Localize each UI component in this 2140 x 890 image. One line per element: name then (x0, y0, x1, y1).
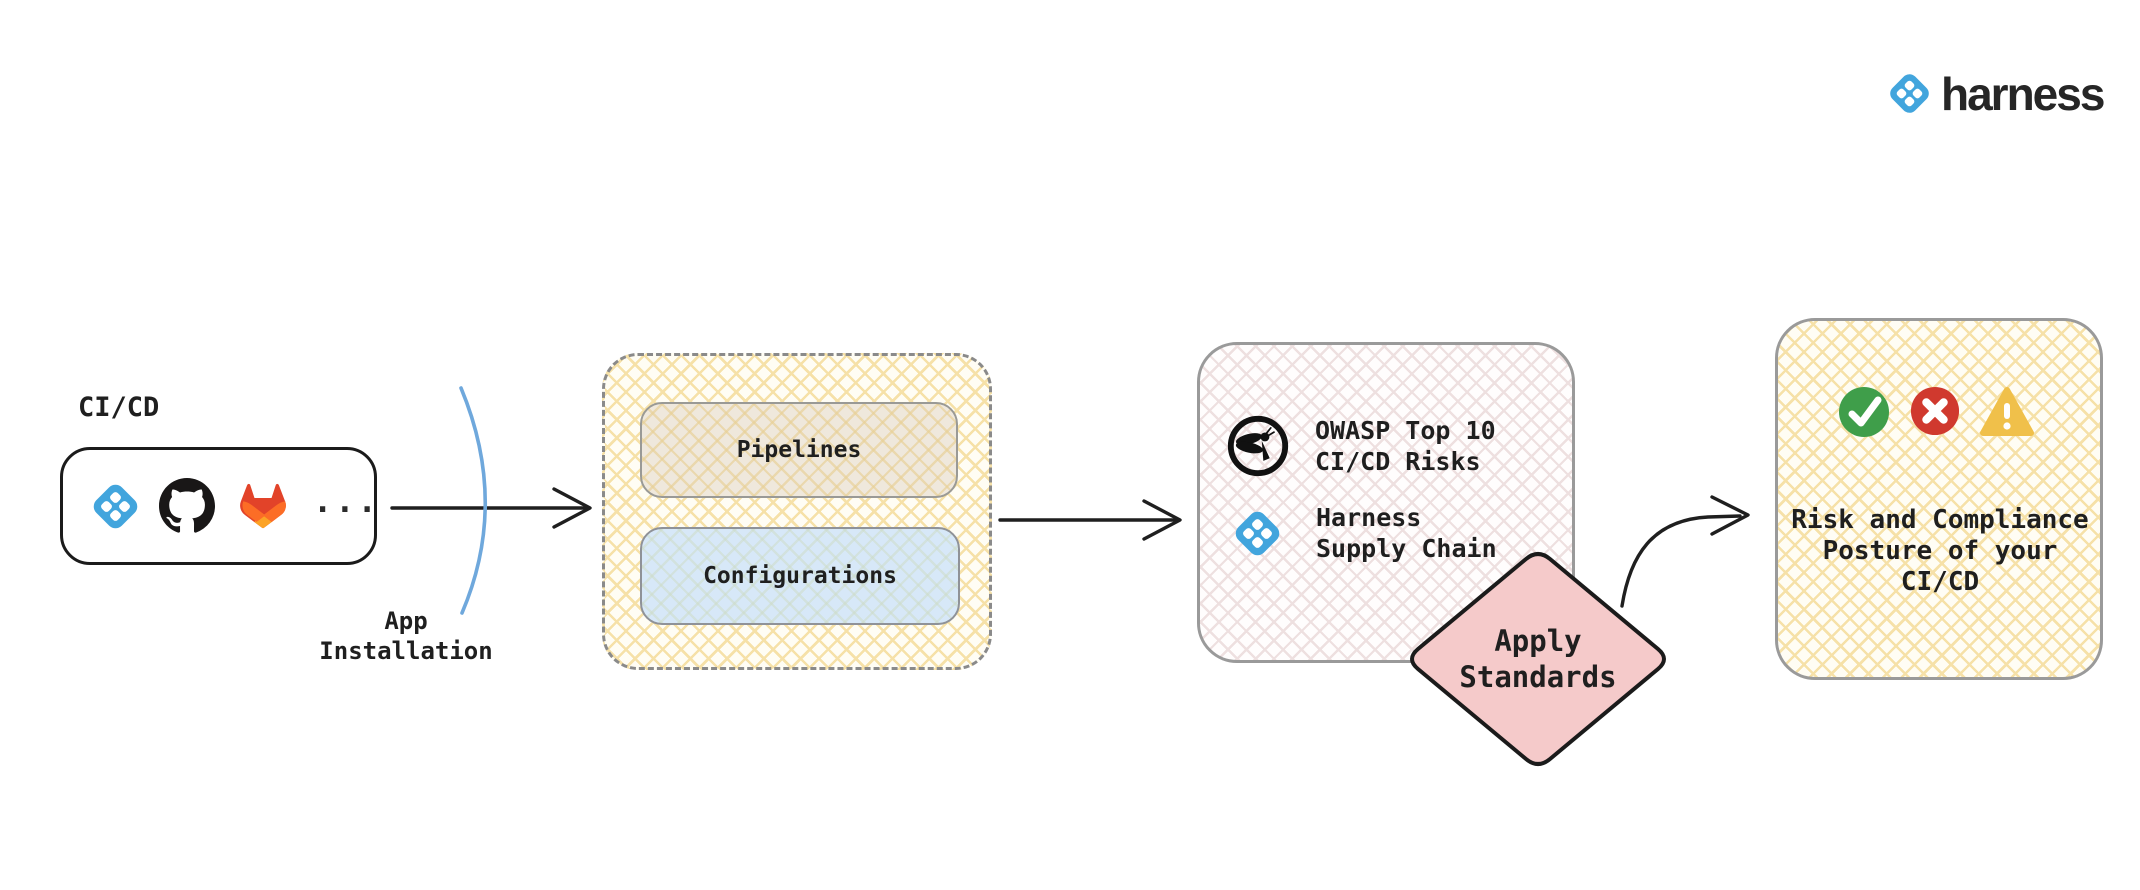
error-cross-icon (1910, 386, 1960, 438)
result-status-icons (1838, 386, 2034, 438)
harness-icon (89, 480, 142, 533)
gitlab-icon (232, 477, 294, 535)
ellipsis-label: ... (313, 482, 380, 520)
pipelines-node: Pipelines (640, 402, 958, 498)
result-label: Risk and Compliance Posture of your CI/C… (1791, 505, 2089, 598)
cicd-tools-box: ... (60, 447, 377, 565)
harness-logo: harness (1886, 67, 2105, 120)
apply-standards-label: Apply Standards (1459, 623, 1617, 694)
success-check-icon (1838, 386, 1890, 438)
pipelines-label: Pipelines (736, 437, 862, 463)
result-box (1775, 318, 2103, 680)
harness-logo-icon (1886, 70, 1933, 117)
github-icon (159, 478, 215, 534)
configurations-label: Configurations (703, 563, 897, 589)
app-installation-label: App Installation (319, 607, 493, 665)
apply-standards-diamond (1410, 552, 1666, 766)
owasp-label: OWASP Top 10 CI/CD Risks (1315, 416, 1496, 476)
flow-arrow-3 (1620, 495, 1750, 608)
harness-supply-row: Harness Supply Chain (1231, 502, 1497, 564)
owasp-row: OWASP Top 10 CI/CD Risks (1226, 414, 1496, 478)
configurations-node: Configurations (640, 527, 960, 625)
cicd-label: CI/CD (78, 392, 160, 423)
harness-wordmark: harness (1941, 67, 2105, 120)
harness-supply-icon (1231, 507, 1284, 560)
harness-supply-label: Harness Supply Chain (1316, 503, 1497, 563)
warning-triangle-icon (1980, 386, 2034, 438)
owasp-icon (1226, 414, 1290, 478)
flow-arrow-1 (390, 487, 592, 529)
flow-arrow-2 (998, 499, 1182, 541)
app-installation-arc (459, 386, 488, 615)
